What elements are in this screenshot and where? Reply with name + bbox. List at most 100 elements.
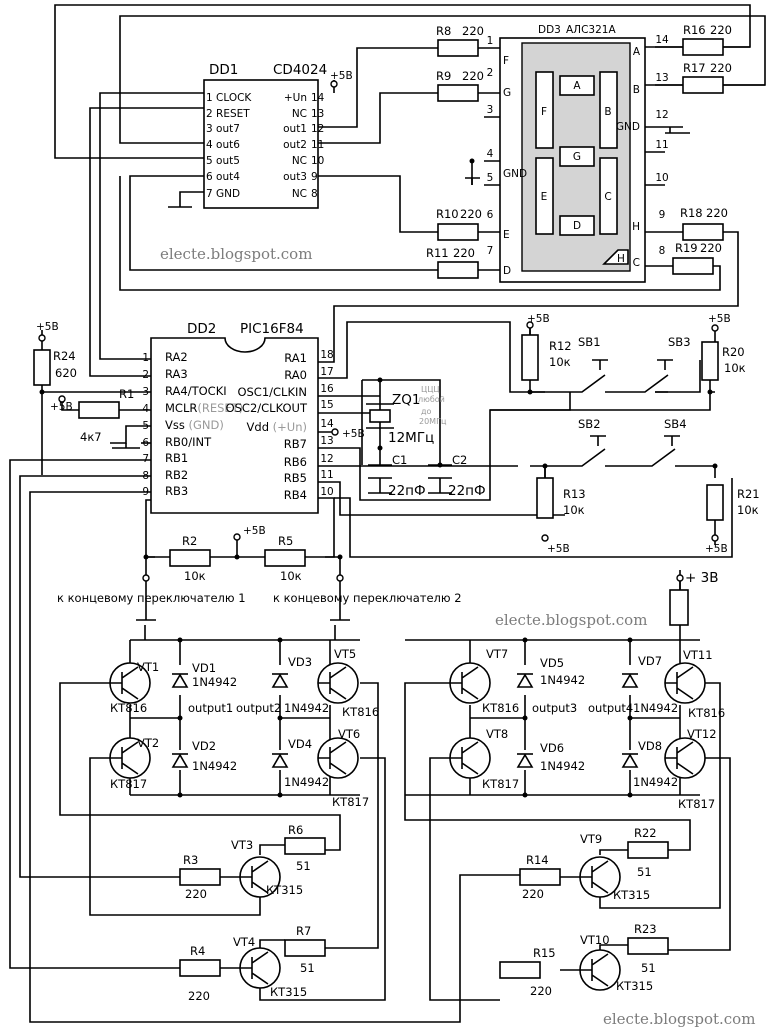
dd1-right-pin-name-9: out3	[283, 171, 307, 183]
r22-body	[627, 841, 669, 859]
dd2-right-pin-num-12: 12	[320, 453, 333, 465]
vd3-part: 1N4942	[284, 701, 329, 715]
dd2-right-pin-num-14: 14	[320, 418, 334, 430]
dd2-left-pin-num-5: 5	[142, 420, 149, 432]
dd3-right-pin-num-14: 14	[655, 34, 669, 46]
dd2-right-pin-name-16: OSC1/CLKIN	[237, 385, 307, 399]
dd3-right-pin-num-12: 12	[655, 109, 668, 121]
vt5-symbol	[318, 666, 347, 700]
r12-body	[521, 334, 539, 381]
r15-ref: R15	[533, 946, 556, 960]
dd2-part: PIC16F84	[240, 321, 304, 337]
dd1-left-pin-3: 3 out7	[206, 123, 240, 135]
zq1-note-3: 20МГц	[419, 417, 447, 426]
r22-value: 51	[637, 865, 652, 879]
output-labels: output1 output2 output3 output4	[188, 701, 633, 715]
seg-d-label: D	[573, 220, 581, 232]
vd3-triangle	[271, 673, 289, 688]
r7-ref: R7	[296, 924, 311, 938]
r11-body	[437, 261, 479, 279]
r13-ref: R13	[563, 487, 586, 501]
r10-ref: R10	[436, 207, 459, 221]
vt12-part: КТ817	[678, 797, 715, 811]
dd1-left-pin-1: 1 CLOCK	[206, 92, 252, 104]
dd2-right-pin-name-17: RA0	[284, 368, 307, 382]
plus5-label-7: +5B	[547, 543, 570, 555]
dd2-right-pin-num-15: 15	[320, 399, 333, 411]
dd3-left-pin-num-6: 6	[487, 209, 494, 221]
dd2-left-pin-name-9: RB3	[165, 484, 188, 498]
r7-body	[284, 939, 326, 957]
wires	[9, 4, 766, 1023]
r16-body	[682, 38, 724, 56]
r11-ref: R11	[426, 246, 449, 260]
r17-body	[682, 76, 724, 94]
dd3-left-pin-name-1: F	[503, 55, 509, 67]
plus5-terminal-6	[233, 533, 241, 541]
dd3-left-pin-num-1: 1	[487, 35, 494, 47]
dd3-left-pin-name-2: G	[503, 87, 511, 99]
vt1-symbol	[110, 666, 139, 700]
dd2-left-pin-extra-4: (RESET)	[197, 401, 243, 415]
switch-sb1: SB1	[570, 335, 610, 393]
seg-a-label: A	[573, 80, 581, 92]
r2-value: 10к	[184, 569, 206, 583]
vt11-part: КТ816	[688, 706, 725, 720]
r3-ref: R3	[183, 853, 198, 867]
dd2-left-pin-num-4: 4	[142, 403, 149, 415]
sb4-label: SB4	[664, 417, 687, 431]
r14-ref: R14	[526, 853, 549, 867]
zq1-value: 12МГц	[388, 430, 434, 446]
seg-e-label: E	[541, 191, 548, 203]
switch-sb4: SB4	[640, 417, 690, 467]
vd5-part: 1N4942	[540, 673, 585, 687]
zq1-note-2: до	[421, 407, 432, 416]
vd7-ref: VD7	[638, 654, 662, 668]
vd4-part: 1N4942	[284, 775, 329, 789]
r21-value: 10к	[737, 503, 759, 517]
sb3-label: SB3	[668, 335, 691, 349]
vt1-part: КТ816	[110, 701, 147, 715]
dd3-left-pin-num-3: 3	[487, 104, 494, 116]
plus5-terminal-7	[541, 534, 549, 542]
r9-value: 220	[462, 69, 484, 83]
r16-ref: R16	[683, 23, 706, 37]
vt10-symbol	[580, 953, 609, 987]
vt12-ref: VT12	[687, 727, 717, 741]
supply-markers: +5B+5B+5B+5B+5B+5B+5B+5B	[36, 80, 731, 555]
r21-ref: R21	[737, 487, 760, 501]
r17-value: 220	[710, 61, 732, 75]
dd2-right-pin-name-10: RB4	[284, 488, 307, 502]
r10-value: 220	[460, 207, 482, 221]
r20-body	[701, 341, 719, 381]
capacitor-c2: C2 22пФ	[428, 453, 486, 499]
limit-switch-terminals: к концевому переключателю 1 к концевому …	[57, 574, 462, 605]
c2-ref: C2	[452, 453, 467, 467]
vt10-ref: VT10	[580, 933, 610, 947]
dd1-right-pin-name-10: NC	[292, 155, 307, 167]
r5-value: 10к	[280, 569, 302, 583]
r1-ref: R1	[119, 387, 134, 401]
r12-ref: R12	[549, 339, 572, 353]
dd1-supply: +5B	[330, 70, 353, 82]
vt4-part: КТ315	[270, 985, 307, 999]
vt9-symbol	[580, 860, 609, 894]
r18-ref: R18	[680, 206, 703, 220]
dd1-right-pin-num-12: 12	[311, 123, 324, 135]
diodes: VD11N4942VD21N4942VD31N4942VD41N4942VD51…	[171, 654, 678, 789]
vd1-triangle	[171, 673, 189, 688]
dd3-left-pin-num-7: 7	[487, 245, 494, 257]
vt9-part: КТ315	[613, 888, 650, 902]
vd3-ref: VD3	[288, 655, 312, 669]
sb1-label: SB1	[578, 335, 601, 349]
vd5-triangle	[516, 673, 534, 688]
dd3-left-pin-num-2: 2	[487, 67, 494, 79]
seg-c-label: C	[604, 191, 611, 203]
switch-sb2: SB2	[570, 417, 610, 467]
dd2-right-pin-name-11: RB5	[284, 471, 307, 485]
vt4-symbol	[240, 951, 269, 985]
r13-body	[536, 477, 554, 519]
ground-symbols	[112, 177, 480, 621]
output2-label: output2	[236, 701, 281, 715]
plus5-label-6: +5B	[243, 525, 266, 537]
